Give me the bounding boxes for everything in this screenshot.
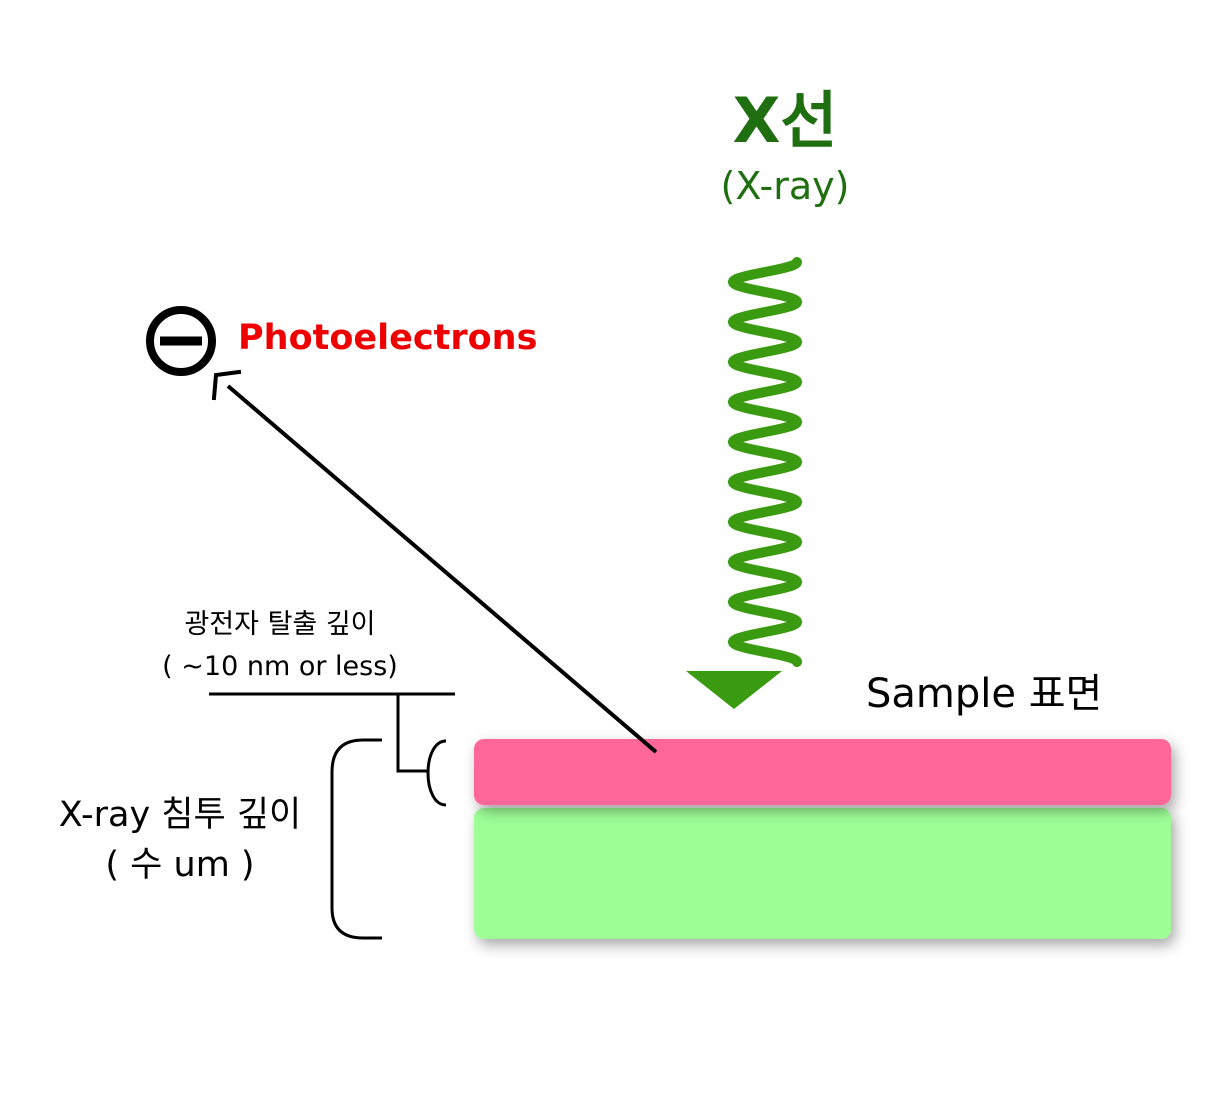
sample-surface-layer [474,739,1171,805]
sample-bulk-layer [474,808,1171,939]
penetration-depth-line2: ( 수 um ) [105,845,255,885]
penetration-depth-line1: X-ray 침투 깊이 [58,795,302,835]
photoelectron-arrowhead [211,369,242,401]
escape-depth-label: 광전자 탈출 깊이 ( ~10 nm or less) [130,604,430,688]
escape-depth-line2: ( ~10 nm or less) [162,651,398,682]
xray-arrowhead [686,671,782,709]
minus-circle-icon [146,306,216,376]
xray-subtitle: (X-ray) [720,164,850,208]
photoelectrons-label: Photoelectrons [238,318,538,358]
escape-depth-marker [209,692,455,807]
penetration-depth-brace [330,738,382,940]
sample-surface-label: Sample 표면 [866,671,1103,717]
xray-wave [727,257,803,667]
photoelectron-path [226,384,658,754]
escape-depth-line1: 광전자 탈출 깊이 [184,609,376,640]
penetration-depth-label: X-ray 침투 깊이 ( 수 um ) [20,790,340,890]
xray-title: X선 [732,84,838,157]
